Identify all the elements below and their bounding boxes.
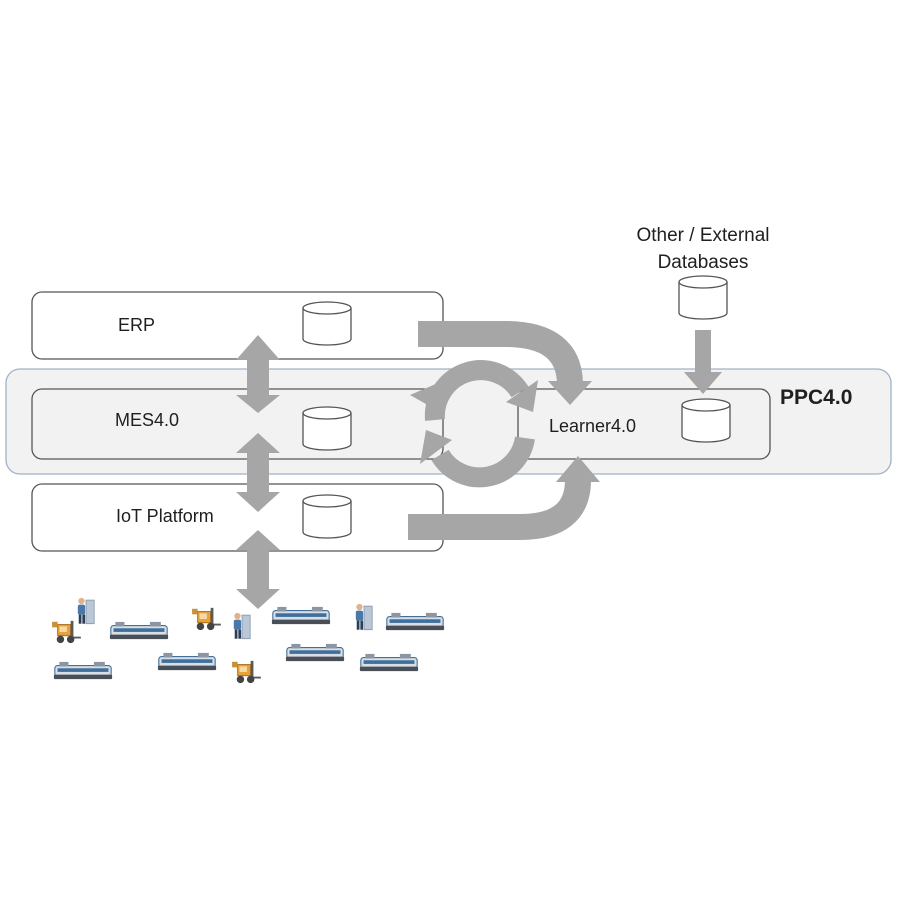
forklift-icon: [231, 660, 262, 684]
iot-learner-curved-arrow: [408, 479, 591, 540]
external-database-icon: [678, 275, 728, 320]
external-db-label-line1: Other / External: [636, 225, 769, 246]
mes-database-icon: [302, 406, 352, 451]
loop-arrowhead-left: [410, 380, 445, 412]
loop-arc-bottom: [431, 436, 535, 488]
erp-label: ERP: [118, 315, 155, 335]
external-db-label-line2: Databases: [658, 252, 749, 273]
loop-arrowhead-top: [506, 380, 538, 412]
erp-mes-double-arrow: [236, 335, 280, 413]
arrows-group: [236, 330, 722, 609]
shop-floor: [51, 597, 445, 684]
worker-icon: [77, 597, 95, 625]
mes-iot-double-arrow: [236, 433, 280, 512]
external-db-arrow: [684, 330, 722, 394]
erp-database-icon: [302, 301, 352, 346]
mes-box: [31, 388, 444, 460]
machine-icon: [271, 606, 331, 625]
machine-icon: [157, 652, 217, 671]
erp-learner-arrowhead: [548, 381, 592, 405]
iot-shopfloor-double-arrow: [236, 530, 280, 609]
forklift-icon: [51, 620, 82, 644]
forklift-icon: [191, 607, 222, 631]
loop-arrowhead-bottom: [420, 430, 452, 464]
erp-box: [31, 291, 444, 360]
iot-learner-arrowhead: [556, 456, 600, 482]
worker-icon: [233, 612, 251, 640]
iot-label: IoT Platform: [116, 506, 214, 526]
machine-icon: [53, 661, 113, 680]
mes-label: MES4.0: [115, 410, 179, 430]
learner-database-icon: [681, 398, 731, 443]
machine-icon: [359, 653, 419, 672]
machine-icon: [285, 643, 345, 662]
worker-icon: [355, 603, 373, 631]
machine-icon: [385, 612, 445, 631]
learner-label: Learner4.0: [549, 416, 636, 436]
erp-learner-curved-arrow: [418, 321, 583, 386]
iot-box: [31, 483, 444, 552]
iot-database-icon: [302, 494, 352, 539]
ppc-label: PPC4.0: [780, 386, 852, 409]
machine-icon: [109, 621, 169, 640]
